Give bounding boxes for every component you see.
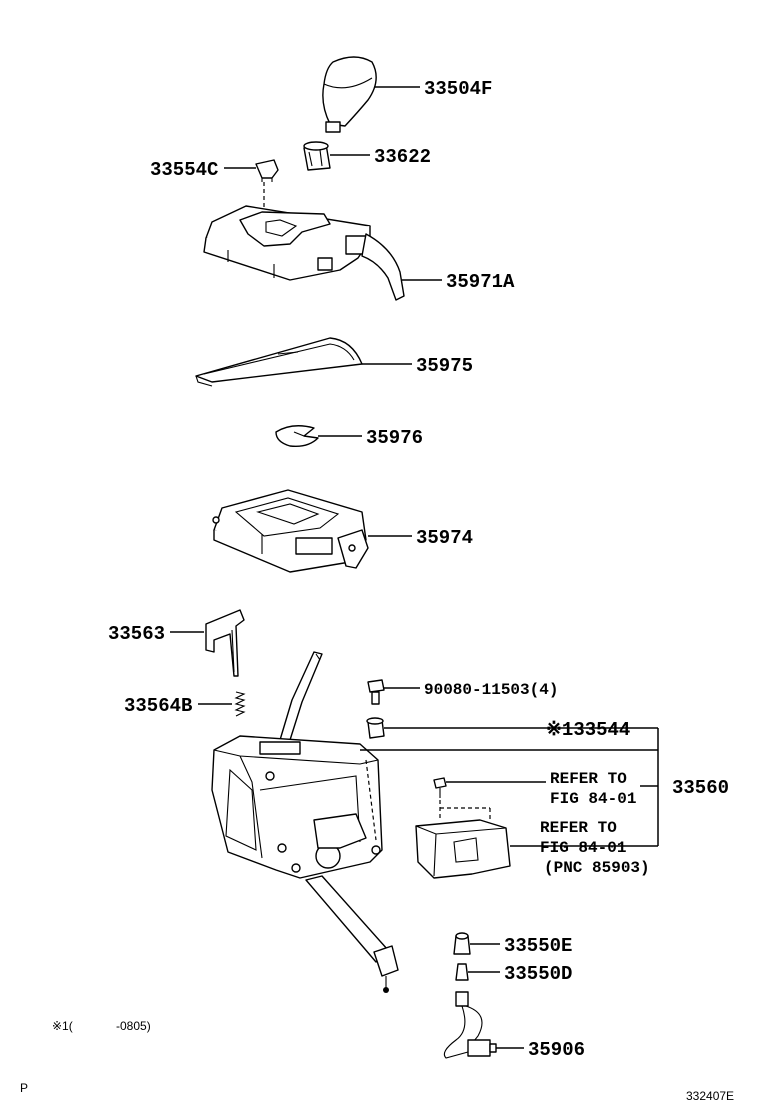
knob-boot	[303, 141, 331, 171]
label-35976: 35976	[366, 427, 423, 449]
bulb-cover	[453, 932, 471, 955]
bushing	[366, 717, 385, 739]
shift-knob	[322, 56, 377, 133]
footnote-range: -0805)	[116, 1019, 151, 1033]
clip-33554C	[255, 159, 279, 182]
label-35971A: 35971A	[446, 271, 515, 293]
label-33550D: 33550D	[504, 963, 572, 985]
refer2-line2: FIG 84-01	[540, 839, 626, 857]
label-90080: 90080-11503(4)	[424, 681, 558, 699]
label-33554C: 33554C	[150, 159, 218, 181]
refer2-line1: REFER TO	[540, 819, 617, 837]
bolt	[367, 679, 385, 705]
refer1-line1: REFER TO	[550, 770, 627, 788]
label-33560: 33560	[672, 777, 729, 799]
indicator-housing	[203, 205, 405, 301]
shift-lever-assembly	[211, 651, 399, 993]
label-33564B: 33564B	[124, 695, 192, 717]
base-housing	[212, 489, 369, 573]
label-33550E: 33550E	[504, 935, 572, 957]
bracket-33560	[360, 727, 659, 847]
refer2-line3: (PNC 85903)	[544, 859, 650, 877]
illustration-number: 332407E	[686, 1089, 734, 1103]
label-33563: 33563	[108, 623, 165, 645]
footnote-mark: ※1(	[52, 1019, 73, 1033]
solenoid-screw	[433, 777, 447, 798]
label-35975: 35975	[416, 355, 473, 377]
compression-spring	[234, 691, 246, 717]
slide-plate	[195, 337, 363, 387]
refer1-line2: FIG 84-01	[550, 790, 636, 808]
label-133544: ※133544	[546, 719, 630, 741]
corner-left-mark: P	[20, 1081, 28, 1095]
label-35974: 35974	[416, 527, 473, 549]
shift-lock-solenoid	[415, 800, 511, 879]
spring-disc	[275, 425, 319, 448]
wire-harness	[443, 991, 497, 1059]
lock-rod	[205, 609, 245, 677]
bulb	[455, 963, 469, 981]
label-33504F: 33504F	[424, 78, 492, 100]
label-35906: 35906	[528, 1039, 585, 1061]
label-33622: 33622	[374, 146, 431, 168]
